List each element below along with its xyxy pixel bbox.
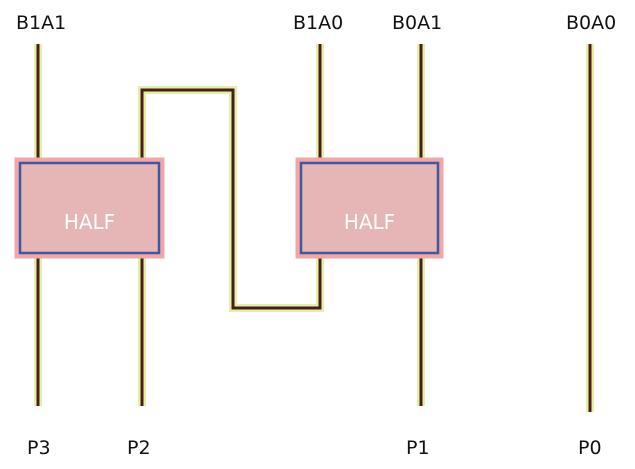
half-adder-1-glow xyxy=(14,157,165,259)
wire-carry-route xyxy=(138,86,324,312)
input-label-b1a1: B1A1 xyxy=(16,12,67,34)
half-adder-1-label: HALF ADDER xyxy=(20,180,159,292)
half-adder-1-line2: ADDER xyxy=(53,266,125,290)
half-adder-2-label: HALF ADDER xyxy=(301,180,438,292)
output-label-p0: P0 xyxy=(578,437,602,459)
half-adder-2-line1: HALF xyxy=(343,210,396,234)
half-adder-1-box xyxy=(18,161,161,255)
half-adder-2-glow xyxy=(295,157,444,259)
half-adder-2-box xyxy=(299,161,440,255)
output-label-p2: P2 xyxy=(127,437,151,459)
half-adder-2-line2: ADDER xyxy=(333,266,405,290)
half-adder-1-line1: HALF xyxy=(63,210,116,234)
input-label-b0a1: B0A1 xyxy=(392,12,443,34)
output-label-p1: P1 xyxy=(406,437,430,459)
output-label-p3: P3 xyxy=(27,437,51,459)
input-label-b0a0: B0A0 xyxy=(566,12,617,34)
input-label-b1a0: B1A0 xyxy=(293,12,344,34)
